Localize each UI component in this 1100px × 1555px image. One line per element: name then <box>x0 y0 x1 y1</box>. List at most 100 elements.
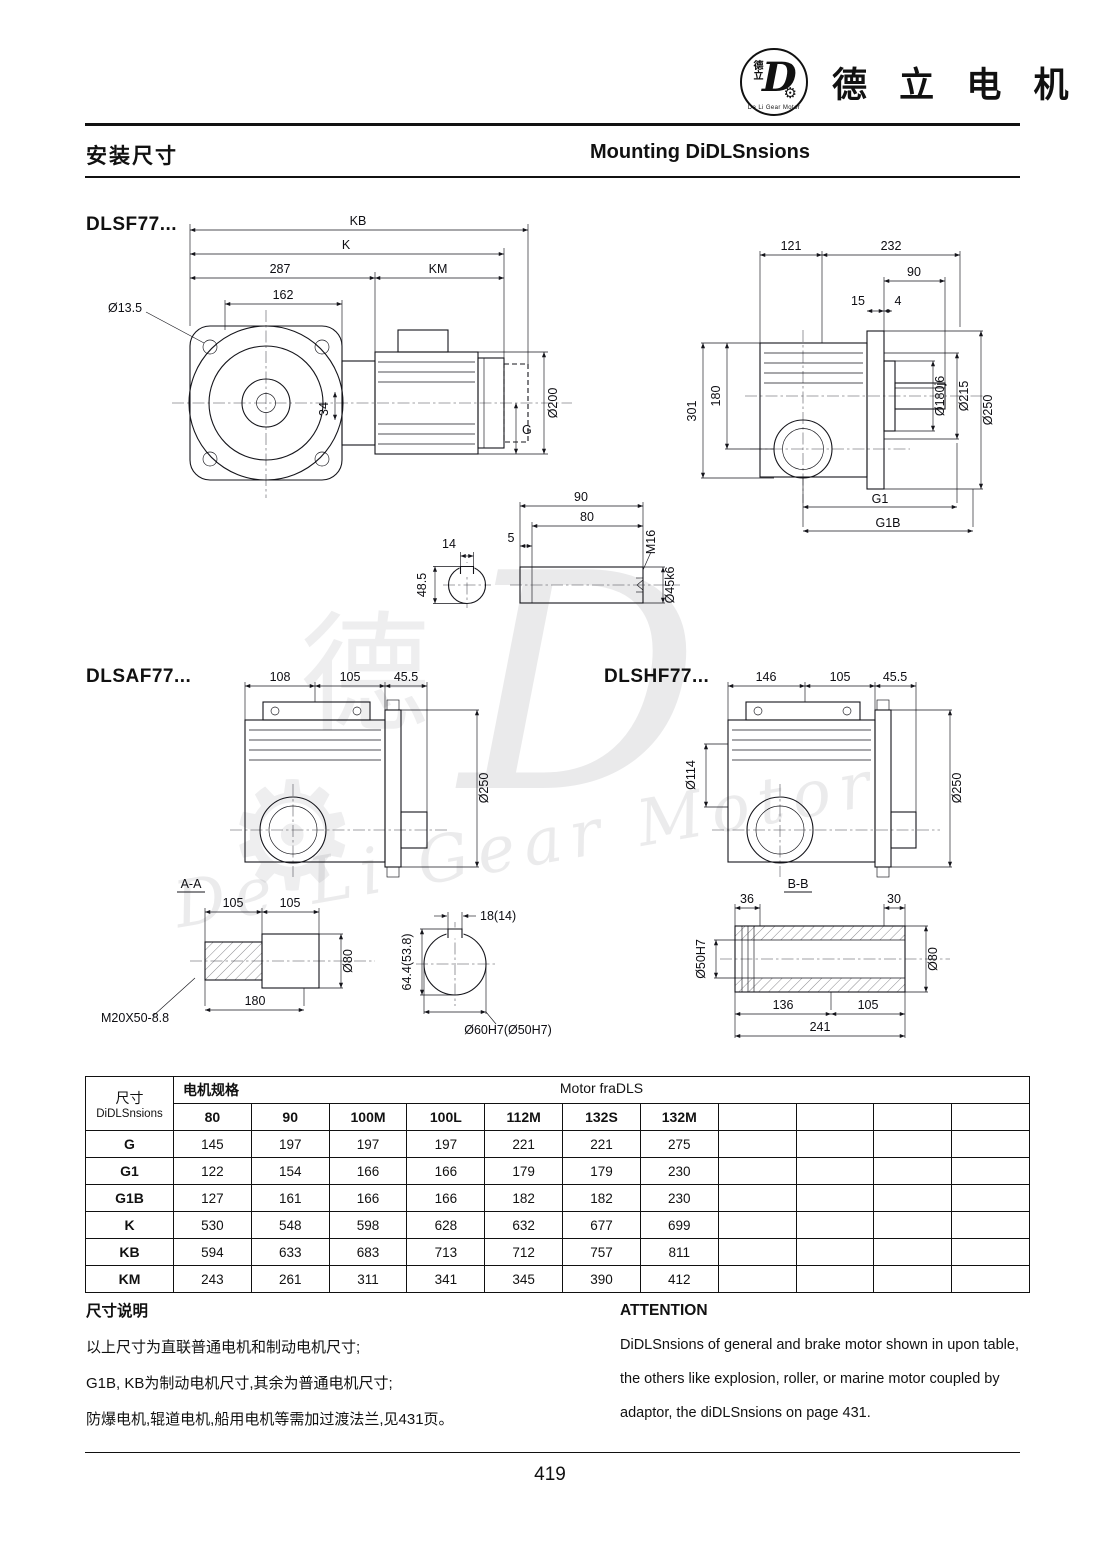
dim-label: Ø80 <box>926 947 940 971</box>
dim-label: 180 <box>245 994 266 1008</box>
brand-logo: 德立 D ⚙ De Li Gear Motor 德 立 电 机 <box>740 48 1079 116</box>
notes-zh-line: 以上尺寸为直联普通电机和制动电机尺寸; <box>86 1339 361 1356</box>
dim-value-cell <box>717 1157 797 1185</box>
dim-value-cell <box>873 1184 953 1212</box>
dim-value-cell: 598 <box>328 1211 408 1239</box>
column-header: 80 <box>173 1103 252 1131</box>
page-title-zh: 安装尺寸 <box>86 145 178 168</box>
dim-value-cell: 275 <box>639 1130 719 1158</box>
dim-label: 18(14) <box>480 909 516 923</box>
dim-label: Ø80 <box>341 949 355 973</box>
dim-label: 162 <box>273 288 294 302</box>
row-label: KB <box>85 1238 174 1266</box>
title-rule <box>85 176 1020 178</box>
dim-value-cell: 197 <box>250 1130 330 1158</box>
dim-label: 48.5 <box>415 573 429 597</box>
dim-label: 105 <box>340 670 361 684</box>
motor-spec-label-zh: 电机规格 <box>183 1082 239 1098</box>
column-header: 132S <box>562 1103 641 1131</box>
dim-label: 232 <box>881 239 902 253</box>
notes-en-line: DiDLSnsions of general and brake motor s… <box>620 1337 1019 1353</box>
dim-value-cell: 530 <box>173 1211 252 1239</box>
dim-value-cell: 699 <box>639 1211 719 1239</box>
dim-value-cell: 179 <box>562 1157 641 1185</box>
page-number: 419 <box>534 1464 566 1485</box>
notes-zh-title: 尺寸说明 <box>86 1303 149 1320</box>
dim-value-cell: 633 <box>250 1238 330 1266</box>
dim-label: 121 <box>781 239 802 253</box>
column-header: 112M <box>484 1103 564 1131</box>
dim-value-cell: 197 <box>328 1130 408 1158</box>
motor-frame-label-en: Motor fraDLS <box>559 1080 644 1096</box>
dim-label: 241 <box>810 1020 831 1034</box>
notes-en-line: adaptor, the diDLSnsions on page 431. <box>620 1405 871 1421</box>
dim-value-cell: 230 <box>639 1157 719 1185</box>
dim-value-cell <box>795 1130 875 1158</box>
dim-value-cell <box>717 1238 797 1266</box>
dim-value-cell: 127 <box>173 1184 252 1212</box>
logo-subtext: De Li Gear Motor <box>747 105 801 111</box>
section-label-dlsaf77: DLSAF77... <box>86 666 192 687</box>
dim-value-cell <box>951 1184 1030 1212</box>
column-header <box>873 1103 953 1131</box>
dim-value-cell: 197 <box>406 1130 486 1158</box>
dim-value-cell: 341 <box>406 1265 486 1293</box>
logo-small-characters: 德立 <box>751 60 762 80</box>
column-header <box>951 1103 1030 1131</box>
dim-value-cell <box>717 1211 797 1239</box>
bore-section-drawing: 18(14) 64.4(53.8) Ø60H7(Ø50H7) <box>400 909 552 1037</box>
table-spec-row: 尺寸 DiDLSnsions 电机规格 Motor fraDLS <box>85 1076 1030 1131</box>
dim-value-cell <box>795 1265 875 1293</box>
dim-value-cell: 712 <box>484 1238 564 1266</box>
dim-label: 15 <box>851 294 865 308</box>
dim-label: 64.4(53.8) <box>400 934 414 991</box>
dim-value-cell <box>717 1130 797 1158</box>
dim-label: 90 <box>574 490 588 504</box>
logo-letter: D <box>762 54 797 101</box>
dim-label: 34 <box>317 402 331 416</box>
dim-label: Ø180j6 <box>933 376 947 416</box>
dim-label: Ø60H7(Ø50H7) <box>464 1023 552 1037</box>
dim-label: 45.5 <box>394 670 418 684</box>
dim-value-cell: 594 <box>173 1238 252 1266</box>
dim-value-cell <box>951 1157 1030 1185</box>
dim-value-cell: 757 <box>562 1238 641 1266</box>
dim-value-cell <box>951 1211 1030 1239</box>
row-label: G1B <box>85 1184 174 1212</box>
dlsf77-side-view-drawing: 121 232 90 15 4 301 180 Ø180j6 Ø215 Ø250… <box>685 239 995 534</box>
dim-value-cell: 390 <box>562 1265 641 1293</box>
notes-zh-line: G1B, KB为制动电机尺寸,其余为普通电机尺寸; <box>86 1375 393 1392</box>
dim-value-cell <box>795 1184 875 1212</box>
notes-zh-line: 防爆电机,辊道电机,船用电机等需加过渡法兰,见431页。 <box>86 1411 454 1428</box>
dim-label: M20X50-8.8 <box>101 1011 169 1025</box>
dim-value-cell: 182 <box>484 1184 564 1212</box>
dim-value-cell: 412 <box>639 1265 719 1293</box>
dim-value-cell: 628 <box>406 1211 486 1239</box>
dim-label: 105 <box>858 998 879 1012</box>
section-bb-drawing: B-B 36 30 Ø50H7 Ø80 136 105 241 <box>694 877 950 1039</box>
dim-value-cell <box>795 1211 875 1239</box>
row-label: G1 <box>85 1157 174 1185</box>
dim-value-cell: 122 <box>173 1157 252 1185</box>
dim-value-cell: 166 <box>328 1184 408 1212</box>
notes-en-title: ATTENTION <box>620 1302 708 1319</box>
dim-value-cell <box>951 1238 1030 1266</box>
row-label: KM <box>85 1265 174 1293</box>
dim-label: Ø50H7 <box>694 939 708 979</box>
dim-value-cell: 261 <box>250 1265 330 1293</box>
dim-value-cell <box>873 1157 953 1185</box>
dim-value-cell <box>873 1130 953 1158</box>
dim-label: G1B <box>875 516 900 530</box>
gear-icon: ⚙ <box>783 85 797 102</box>
dim-value-cell: 683 <box>328 1238 408 1266</box>
dim-value-cell <box>717 1184 797 1212</box>
dim-value-cell: 182 <box>562 1184 641 1212</box>
dim-label: 180 <box>709 386 723 407</box>
dim-label: M16 <box>644 530 658 554</box>
column-header: 100M <box>328 1103 408 1131</box>
column-header <box>717 1103 797 1131</box>
dim-label: KB <box>350 214 367 228</box>
